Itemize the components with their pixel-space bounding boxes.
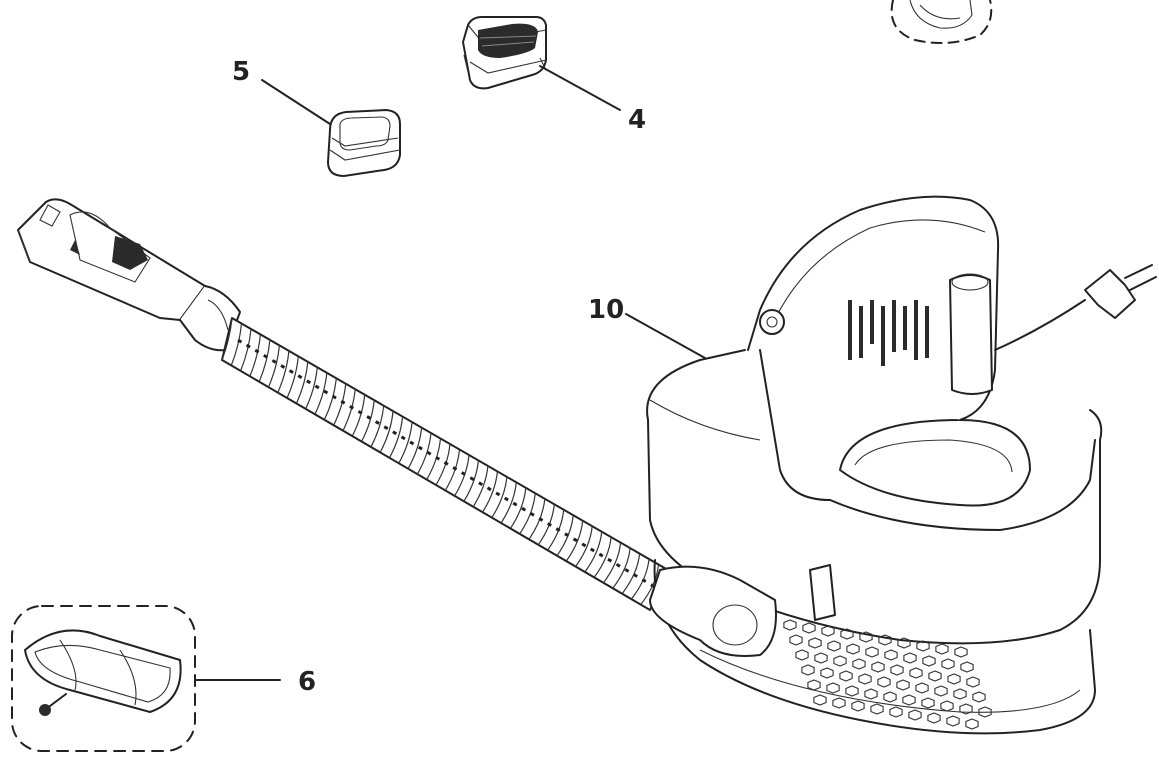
callout-label-4: 4 xyxy=(628,105,646,135)
nozzle-wand xyxy=(17,198,241,352)
callout-label-6: 6 xyxy=(298,667,316,697)
flexible-hose xyxy=(221,317,669,611)
leader-line-4 xyxy=(539,65,621,111)
filter-part-5 xyxy=(327,109,401,177)
screw-icon xyxy=(39,704,51,716)
callout-label-10: 10 xyxy=(588,295,624,325)
leader-line-10 xyxy=(625,313,706,359)
detail-box-part-6 xyxy=(11,605,196,752)
detail-circle-top xyxy=(890,0,993,44)
vacuum-body-part-10 xyxy=(646,195,1157,735)
leader-line-5 xyxy=(261,79,331,125)
callout-label-5: 5 xyxy=(232,57,250,87)
filter-part-4 xyxy=(462,16,547,90)
